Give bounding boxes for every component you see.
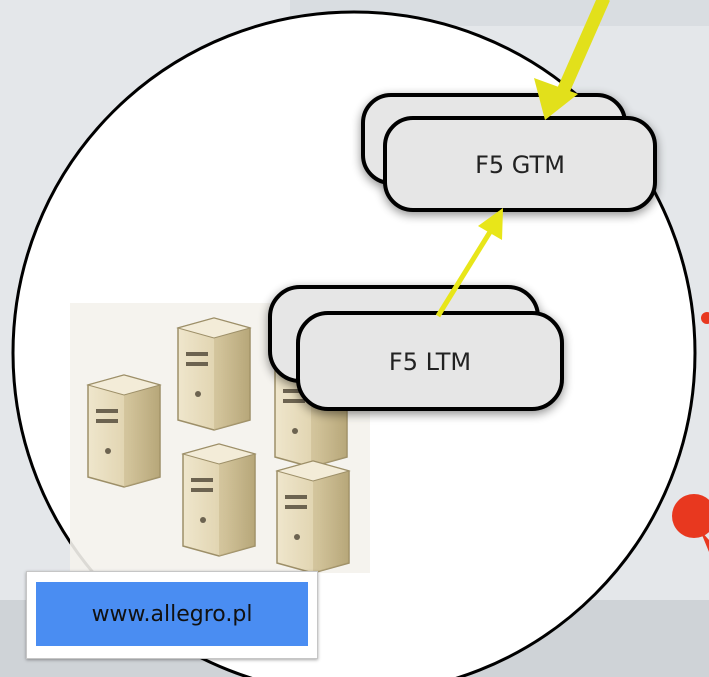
ltm-stack xyxy=(268,285,564,411)
gtm-label: F5 GTM xyxy=(475,151,565,179)
gtm-box xyxy=(383,116,657,212)
red-line xyxy=(700,530,709,552)
ltm-label: F5 LTM xyxy=(389,348,471,376)
red-dot-small-icon xyxy=(701,312,709,324)
server-icon xyxy=(87,374,161,488)
red-dot-icon xyxy=(672,494,709,538)
server-icon xyxy=(182,443,256,557)
server-icon xyxy=(276,460,350,574)
arrow-ltm-to-gtm xyxy=(435,208,503,318)
arrow-internet-to-gtm xyxy=(534,0,610,120)
url-badge: www.allegro.pl xyxy=(26,571,318,659)
server-icon xyxy=(177,317,251,431)
gtm-stack xyxy=(361,93,657,212)
url-label[interactable]: www.allegro.pl xyxy=(36,582,308,646)
ltm-box xyxy=(296,311,564,411)
